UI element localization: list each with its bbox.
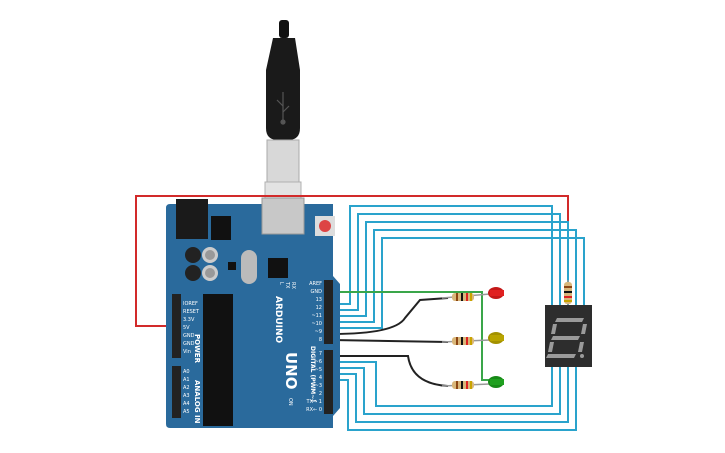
- wires-black[interactable]: [331, 297, 449, 387]
- pin-label: RESET: [183, 309, 200, 315]
- digital-header-bottom[interactable]: [324, 350, 333, 414]
- digital-bottom-labels: 7 ~6 ~5 4 ~3 2TX→ 1 RX← 0: [306, 351, 322, 413]
- pin-label: AREF: [309, 281, 322, 287]
- rx-led-label: RX: [290, 282, 296, 289]
- resistor[interactable]: [564, 280, 572, 310]
- pin-label: ~11: [311, 313, 322, 319]
- analog-header-title: ANALOG IN: [193, 380, 201, 424]
- reset-button-cap: [319, 220, 331, 232]
- pin-label: ~6: [315, 359, 322, 365]
- pin-label: A1: [183, 377, 190, 383]
- digital-header-top[interactable]: [324, 280, 333, 344]
- brand-label: ARDUINO: [273, 296, 283, 344]
- pin-label: ~9: [315, 329, 322, 335]
- pin-label: TX→ 1: [306, 399, 322, 405]
- on-led-label: ON: [287, 398, 293, 406]
- pin-label: GND: [183, 333, 195, 339]
- pin-label: A4: [183, 401, 190, 407]
- red-led[interactable]: [488, 287, 504, 299]
- pin-label: 4: [319, 375, 322, 381]
- wires-cyan[interactable]: [332, 205, 585, 431]
- atmega-chip: [203, 294, 233, 426]
- pin-label: A5: [183, 409, 190, 415]
- analog-header[interactable]: [172, 366, 181, 418]
- pin-label: GND: [183, 341, 195, 347]
- l-led-label: L: [278, 282, 284, 285]
- pin-label: ~10: [311, 321, 322, 327]
- pin-label: 13: [316, 297, 322, 303]
- resistor[interactable]: [441, 337, 491, 345]
- usb-icon: [276, 92, 290, 125]
- pin-label: 7: [319, 351, 322, 357]
- arduino-board[interactable]: [166, 197, 340, 428]
- pin-label: ~5: [315, 367, 322, 373]
- yellow-led[interactable]: [488, 332, 504, 344]
- pin-label: 3.3V: [183, 317, 195, 323]
- pin-label: Vin: [183, 349, 191, 355]
- pin-label: A3: [183, 393, 190, 399]
- pin-label: IOREF: [183, 301, 198, 307]
- digital-top-labels: AREF GND 13 12 ~11 ~10 ~9 8: [309, 281, 322, 343]
- pin-label: RX← 0: [306, 407, 322, 413]
- model-label: UNO: [282, 352, 300, 390]
- resistor[interactable]: [441, 293, 491, 301]
- power-jack: [176, 199, 208, 239]
- pin-label: A0: [183, 369, 190, 375]
- pin-label: 8: [319, 337, 322, 343]
- pin-label: 2: [319, 391, 322, 397]
- wire-green[interactable]: [332, 291, 492, 381]
- pin-label: 12: [316, 305, 322, 311]
- tx-led-label: TX: [284, 281, 290, 289]
- seven-segment-display[interactable]: [545, 305, 592, 367]
- power-header[interactable]: [172, 294, 181, 358]
- pin-label: GND: [311, 289, 323, 295]
- pin-label: ~3: [315, 383, 322, 389]
- resistor[interactable]: [441, 381, 491, 389]
- usb-port: [261, 197, 305, 235]
- pin-label: A2: [183, 385, 190, 391]
- seven-segment-digit: [546, 318, 587, 358]
- digital-header-title: DIGITAL (PWM~): [309, 346, 316, 402]
- power-pin-labels: IOREF RESET 3.3V 5V GND GND Vin: [183, 301, 200, 355]
- power-header-title: POWER: [193, 334, 201, 364]
- pin-label: 5V: [183, 325, 190, 331]
- green-led[interactable]: [488, 376, 504, 388]
